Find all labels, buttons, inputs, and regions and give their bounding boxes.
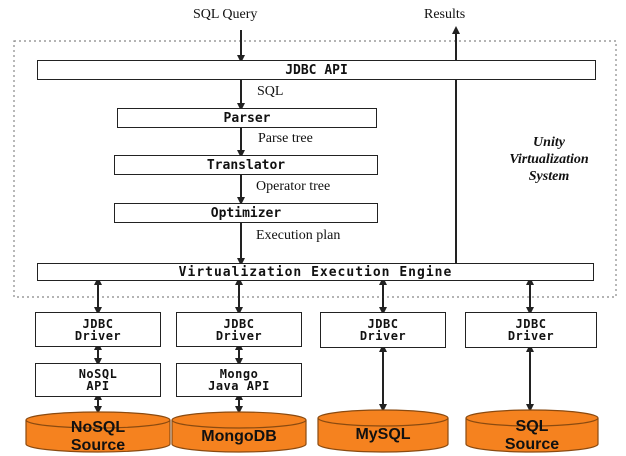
flow-label-execution-plan: Execution plan <box>256 228 341 243</box>
nosql-api-box: NoSQL API <box>35 363 161 397</box>
mongo-java-api-box: Mongo Java API <box>176 363 302 397</box>
source-label-sql-line-1: SQL <box>515 418 549 435</box>
source-label-mongodb: MongoDB <box>172 422 306 452</box>
source-cylinder-2 <box>171 411 307 453</box>
source-cylinder-4 <box>465 409 599 453</box>
source-label-sql-line-2: Source <box>504 436 560 453</box>
nosql-api-line-1: NoSQL <box>78 367 118 381</box>
mongo-java-api-line-1: Mongo <box>219 367 259 381</box>
translator-label: Translator <box>206 157 286 173</box>
source-label-nosql-line-2: Source <box>70 437 126 454</box>
flow-label-operator-tree: Operator tree <box>256 179 331 194</box>
sql-query-label: SQL Query <box>193 7 258 22</box>
jdbc-driver-4-line-2: Driver <box>507 329 555 343</box>
system-label-line-3: System <box>528 169 570 184</box>
flow-label-sql: SQL <box>257 84 284 99</box>
results-label: Results <box>424 7 466 22</box>
source-label-mongodb-line-1: MongoDB <box>201 428 277 445</box>
jdbc-api-label: JDBC API <box>285 62 348 78</box>
parser-box: Parser <box>117 108 377 128</box>
translator-box: Translator <box>114 155 378 175</box>
system-label-line-2: Virtualization <box>509 152 589 167</box>
jdbc-driver-1-line-2: Driver <box>74 328 122 343</box>
execution-engine-box: Virtualization Execution Engine <box>37 263 594 281</box>
jdbc-driver-box-4: JDBC Driver <box>465 312 597 348</box>
system-label-line-1: Unity <box>533 135 565 150</box>
source-cylinder-1 <box>25 411 171 453</box>
source-label-mysql-line-1: MySQL <box>355 426 411 443</box>
jdbc-driver-3-line-2: Driver <box>359 329 407 343</box>
optimizer-label: Optimizer <box>210 205 282 221</box>
execution-engine-label: Virtualization Execution Engine <box>178 264 453 280</box>
source-label-nosql: NoSQL Source <box>26 419 170 454</box>
jdbc-driver-2-line-2: Driver <box>215 328 263 343</box>
jdbc-driver-1-line-1: JDBC <box>82 316 114 331</box>
jdbc-driver-box-2: JDBC Driver <box>176 312 302 347</box>
jdbc-driver-2-line-1: JDBC <box>223 316 255 331</box>
mongo-java-api-line-2: Java API <box>208 379 270 393</box>
system-label: Unity Virtualization System <box>482 134 616 185</box>
jdbc-driver-box-1: JDBC Driver <box>35 312 161 347</box>
source-label-sql: SQL Source <box>466 418 598 454</box>
system-boundary <box>13 40 617 298</box>
jdbc-api-box: JDBC API <box>37 60 596 80</box>
source-cylinder-3 <box>317 409 449 453</box>
source-label-mysql: MySQL <box>318 420 448 450</box>
jdbc-driver-3-line-1: JDBC <box>367 317 399 331</box>
optimizer-box: Optimizer <box>114 203 378 223</box>
parser-label: Parser <box>223 110 271 126</box>
nosql-api-line-2: API <box>86 379 110 393</box>
source-label-nosql-line-1: NoSQL <box>70 419 126 436</box>
jdbc-driver-4-line-1: JDBC <box>515 317 547 331</box>
flow-label-parse-tree: Parse tree <box>258 131 313 146</box>
jdbc-driver-box-3: JDBC Driver <box>320 312 446 348</box>
